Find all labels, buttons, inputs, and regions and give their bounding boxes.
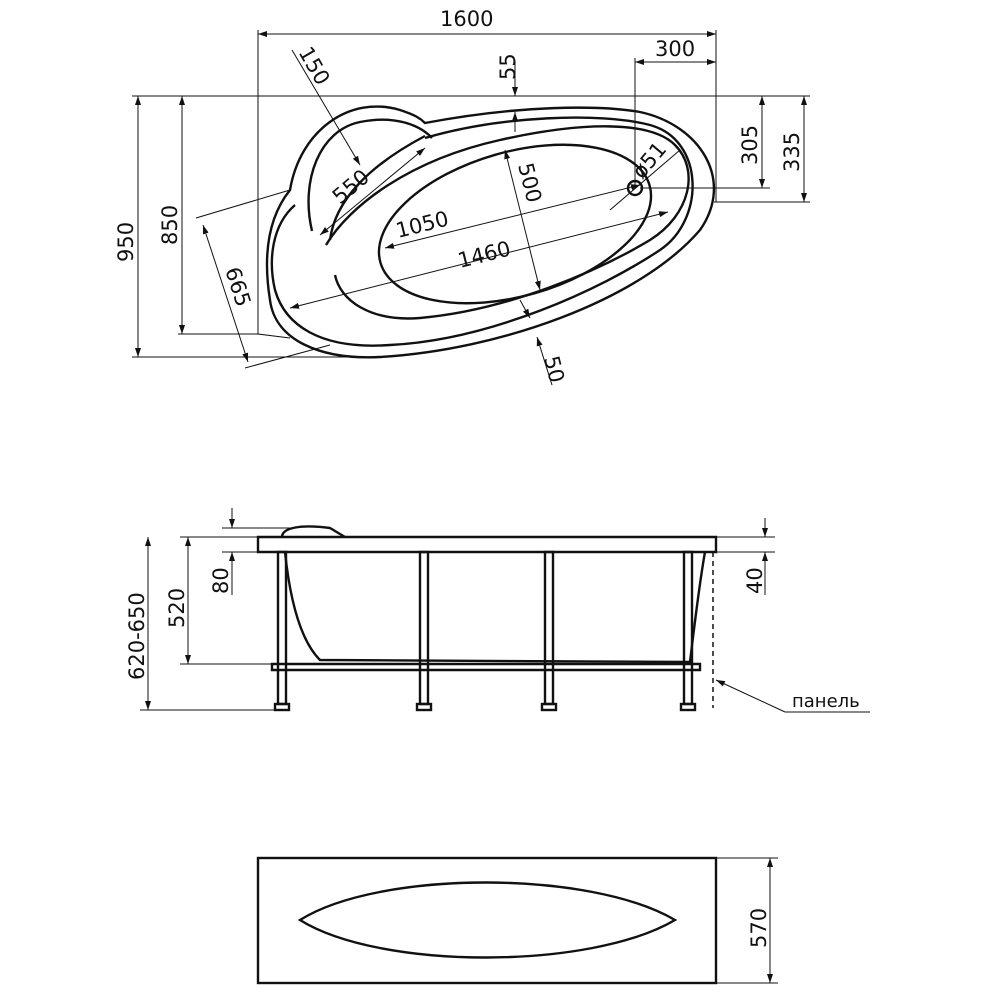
dim-rim-offset-top: 55 bbox=[496, 53, 520, 80]
dim-total-height: 620-650 bbox=[125, 592, 149, 680]
dim-diagonal: 665 bbox=[220, 264, 255, 310]
dim-drain-y-335: 335 bbox=[780, 132, 804, 172]
dim-headrest-length: 550 bbox=[328, 165, 374, 209]
dim-total-width: 950 bbox=[114, 222, 138, 262]
dim-inner-width: 500 bbox=[513, 160, 546, 205]
frame-legs bbox=[273, 550, 697, 712]
panel-label: панель bbox=[792, 691, 860, 712]
dim-left-width: 850 bbox=[158, 205, 182, 245]
dim-depth: 520 bbox=[165, 588, 189, 628]
dim-rim-80: 80 bbox=[209, 567, 233, 594]
front-view: 570 bbox=[256, 856, 778, 985]
dim-headrest-radius: 150 bbox=[294, 43, 335, 90]
top-view: 1600 300 55 150 550 500 1050 1460 ø51 30… bbox=[114, 7, 810, 385]
dim-rim-40: 40 bbox=[743, 567, 767, 594]
dim-inner-length: 1050 bbox=[393, 207, 451, 243]
dim-panel-height: 570 bbox=[747, 908, 771, 948]
panel-lens-shape bbox=[297, 881, 678, 959]
side-view: 80 520 620-650 40 панель bbox=[125, 508, 870, 713]
dim-outer-length: 1460 bbox=[455, 237, 513, 273]
dim-drain-offset: 300 bbox=[655, 37, 695, 61]
dim-total-length: 1600 bbox=[440, 7, 493, 31]
dim-rim-offset-bottom: 50 bbox=[539, 353, 569, 385]
dim-drain-y-305: 305 bbox=[738, 125, 762, 165]
dim-drain-diameter: ø51 bbox=[627, 137, 671, 183]
